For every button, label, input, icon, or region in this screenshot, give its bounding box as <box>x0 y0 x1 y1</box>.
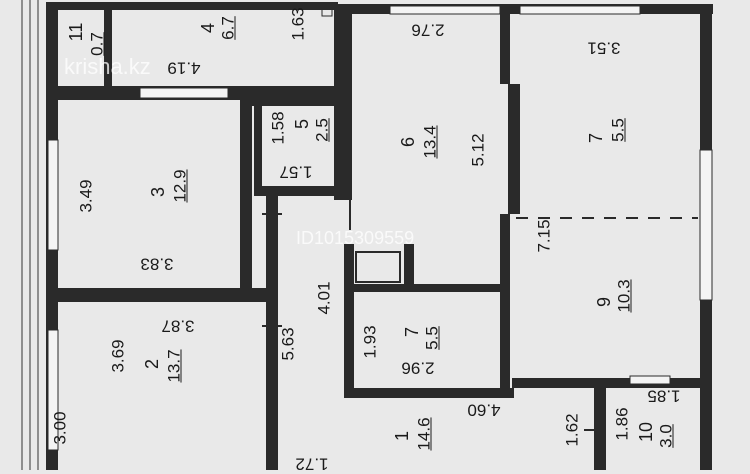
door-marks <box>257 146 600 431</box>
dim-r10-height: 1.86 <box>612 407 632 441</box>
dim-r5-width: 1.58 <box>268 111 288 145</box>
room-9-number: 9 <box>594 296 614 308</box>
dim-r1-width: 4.60 <box>467 400 501 420</box>
dim-r89-height: 7.15 <box>534 219 554 253</box>
dim-r6-height: 5.12 <box>468 133 488 167</box>
room-2-area: 13.7 <box>164 349 184 383</box>
room-8-area: 5.5 <box>608 118 628 142</box>
room-11-area: 0.7 <box>87 32 107 56</box>
dim-r5-height: 1.57 <box>279 162 313 182</box>
room-5-number: 5 <box>292 118 312 130</box>
dim-hall-height: 5.63 <box>278 327 298 361</box>
room-3-area: 12.9 <box>170 169 190 203</box>
room-3-number: 3 <box>148 186 168 198</box>
room-5-area: 2.5 <box>312 118 332 142</box>
dim-r7-height: 1.93 <box>360 325 380 359</box>
dim-hall-width: 4.01 <box>314 281 334 315</box>
room-6-number: 6 <box>398 136 418 148</box>
closet <box>355 251 401 283</box>
dim-r3-height: 3.49 <box>76 179 96 213</box>
watermark-listing-id: ID1015309559 <box>296 228 415 248</box>
room-1-number: 1 <box>392 430 412 442</box>
room-7-number: 7 <box>402 326 422 338</box>
room-9-area: 10.3 <box>614 279 634 313</box>
dim-r1-height: 1.62 <box>562 413 582 447</box>
dim-r8-width: 3.51 <box>587 38 621 58</box>
room-2-number: 2 <box>142 358 162 370</box>
windows <box>47 5 713 451</box>
fixture <box>321 5 333 17</box>
dim-r4-height: 1.63 <box>288 7 308 41</box>
room-4-area: 6.7 <box>218 16 238 40</box>
room-4-number: 4 <box>198 22 218 34</box>
room-8-number: 7 <box>586 132 606 144</box>
watermark-site: krisha.kz <box>64 54 151 79</box>
room-10-number: 10 <box>636 421 656 443</box>
dim-r10-width: 1.85 <box>647 386 681 406</box>
dim-r4-width: 4.19 <box>167 58 201 78</box>
room-6-area: 13.4 <box>420 125 440 159</box>
dim-r2-height: 3.69 <box>108 339 128 373</box>
dim-r7-width: 2.96 <box>401 358 435 378</box>
margin-ticks <box>21 0 39 470</box>
room-7-area: 5.5 <box>422 326 442 350</box>
room-11-number: 11 <box>66 22 86 42</box>
room-1-area: 14.6 <box>414 417 434 451</box>
dim-r6-width: 2.76 <box>411 20 445 40</box>
room-10-area: 3.0 <box>656 424 676 448</box>
dim-left-wall: 3.00 <box>50 411 70 445</box>
dim-r2-width: 3.87 <box>161 316 195 336</box>
dim-r3-width: 3.83 <box>140 254 174 274</box>
